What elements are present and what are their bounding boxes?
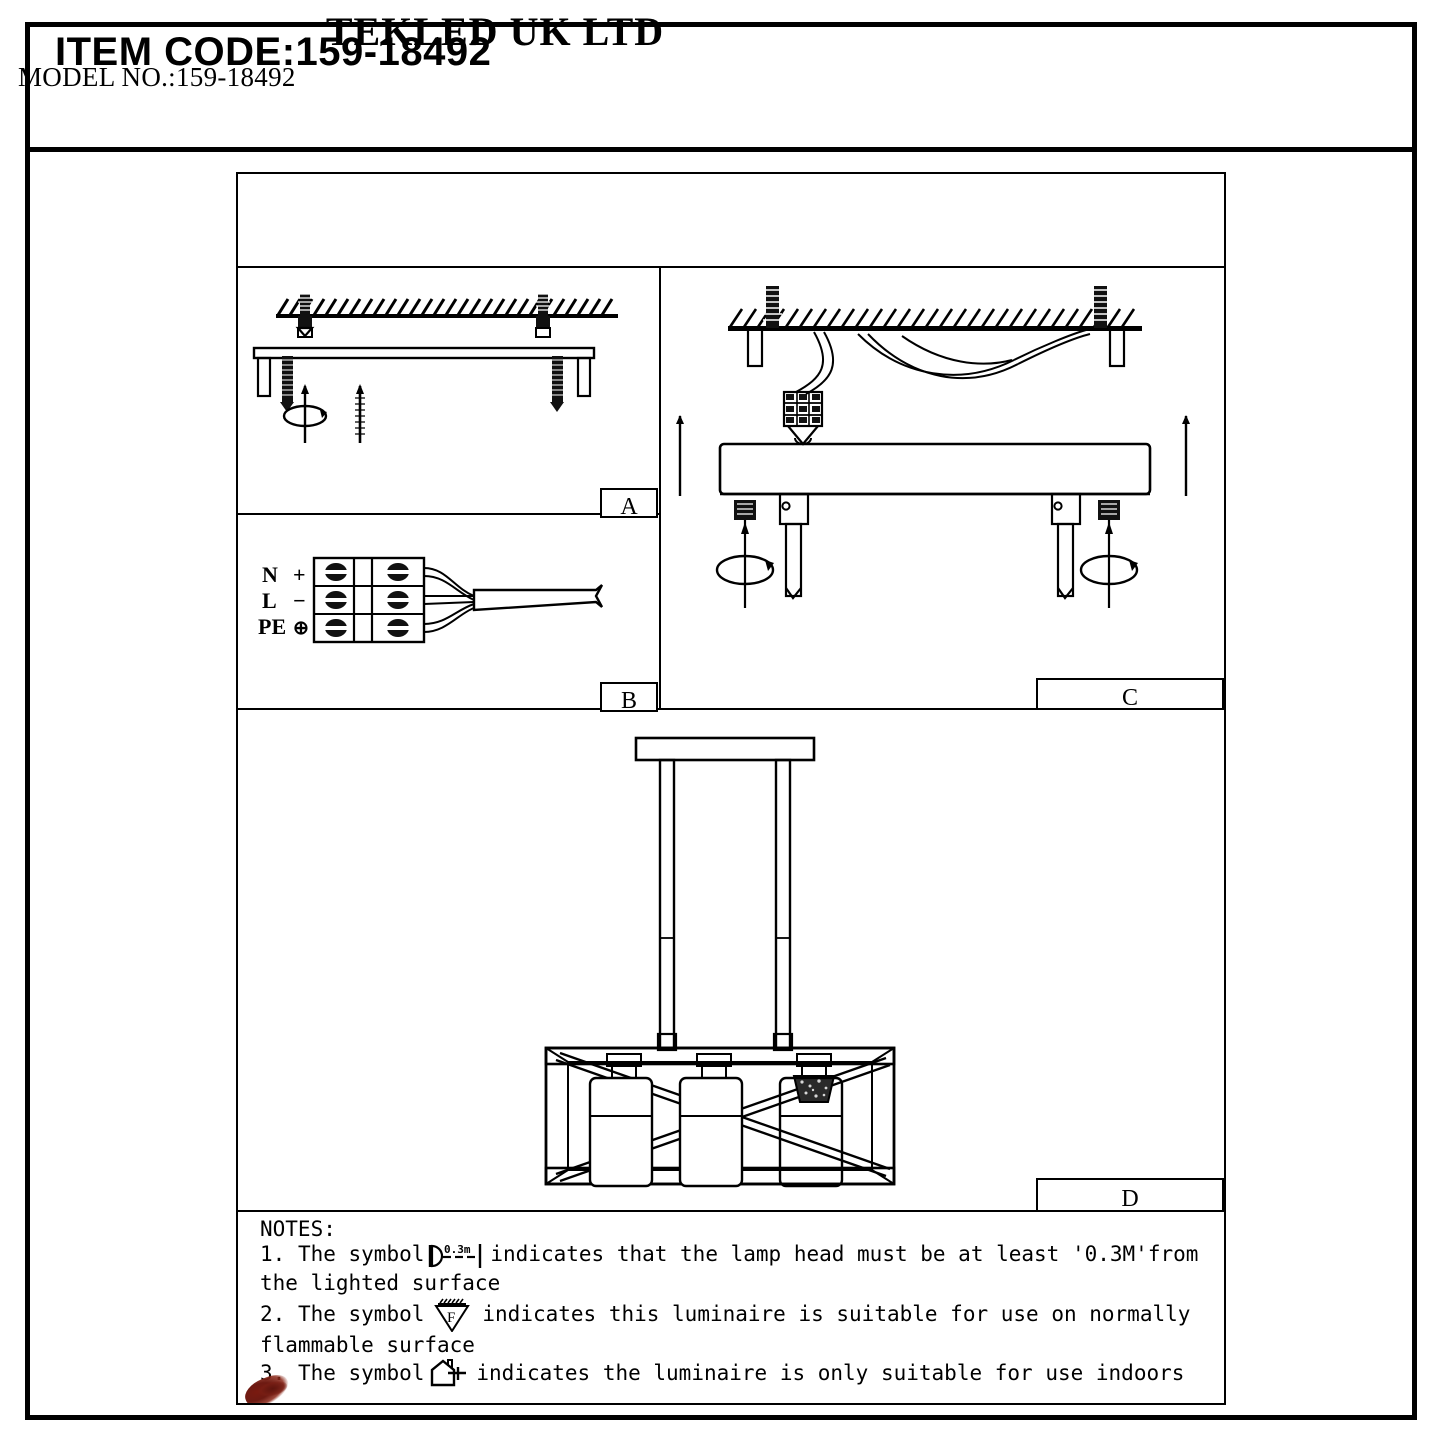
outer-frame bbox=[25, 22, 1417, 1420]
dimension-markers-c bbox=[676, 415, 1190, 496]
note-3-prefix: The symbol bbox=[297, 1360, 425, 1385]
screw-left-a bbox=[280, 356, 295, 412]
note-item-2-continuation: flammable surface bbox=[260, 1332, 1220, 1360]
note-1-suffix: indicates that the lamp head must be at … bbox=[490, 1242, 1199, 1267]
note-item-3: 3. The symbol indicates the luminaire is… bbox=[260, 1359, 1220, 1387]
canopy-plate-c bbox=[718, 442, 1152, 496]
terminal-label-pe: PE bbox=[258, 614, 286, 639]
wall-anchor-left-c bbox=[746, 286, 782, 368]
wall-anchor-right-a bbox=[535, 293, 551, 338]
connector-block-c bbox=[782, 390, 824, 446]
terminal-labels-b: N + L − PE ⊕ bbox=[258, 562, 309, 639]
divider-under-model bbox=[236, 266, 1226, 268]
fixing-rod-right-c bbox=[1050, 492, 1082, 600]
panel-label-d: D bbox=[1036, 1178, 1224, 1212]
screw-right-a bbox=[550, 356, 565, 412]
brand-title: TEKLED UK LTD bbox=[325, 9, 665, 54]
panel-label-c: C bbox=[1036, 678, 1224, 710]
terminal-label-l: L bbox=[262, 588, 277, 613]
terminal-symbol-minus: − bbox=[293, 588, 306, 613]
panel-a-diagram bbox=[252, 293, 618, 443]
panel-label-a: A bbox=[600, 488, 658, 519]
fixing-rod-left-c bbox=[778, 492, 810, 600]
screw-icon-a bbox=[355, 384, 365, 443]
rotate-screw-symbol-a bbox=[282, 384, 328, 443]
note-2-number: 2. bbox=[260, 1301, 286, 1326]
item-code-text: ITEM CODE:159-18492 bbox=[55, 30, 492, 74]
wires-b bbox=[423, 567, 475, 633]
lamp-shade-left-d bbox=[588, 1053, 654, 1188]
terminal-label-n: N bbox=[262, 562, 278, 587]
lamp-shade-right-d bbox=[778, 1053, 844, 1188]
panel-d-diagram bbox=[544, 736, 896, 1188]
model-number-text: MODEL NO.:159-18492 bbox=[18, 62, 296, 92]
notes-title: NOTES: bbox=[260, 1217, 336, 1241]
f-mark-triangle-symbol: F bbox=[430, 1298, 476, 1332]
note-2-suffix: indicates this luminaire is suitable for… bbox=[482, 1301, 1191, 1326]
note-item-1: 1. The symbol 0.3m indicates that the la… bbox=[260, 1240, 1220, 1270]
note-item-1-continuation: the lighted surface bbox=[260, 1270, 1220, 1298]
note-1-continuation: the lighted surface bbox=[260, 1271, 501, 1296]
min-distance-value: 0.3m bbox=[444, 1243, 471, 1256]
note-2-continuation: flammable surface bbox=[260, 1332, 475, 1357]
notes-box: NOTES: 1. The symbol 0.3m bbox=[236, 1212, 1226, 1405]
suspension-rod-left-d bbox=[656, 758, 678, 1052]
divider-panel-c-d bbox=[236, 1210, 1226, 1212]
mains-wires-c bbox=[795, 329, 1091, 395]
suspension-rod-right-d bbox=[772, 758, 794, 1052]
divider-left-right-column bbox=[659, 266, 661, 710]
note-item-2: 2. The symbol F indicates bbox=[260, 1298, 1220, 1332]
nut-rotate-left-c bbox=[715, 500, 775, 608]
note-1-prefix: The symbol bbox=[297, 1242, 425, 1267]
terminal-block-body-b bbox=[312, 556, 426, 644]
panel-b-diagram: N + L − PE ⊕ bbox=[258, 556, 604, 644]
cable-sheath-b bbox=[472, 584, 604, 612]
min-distance-0.3m-symbol: 0.3m bbox=[426, 1240, 488, 1270]
canopy-plate-d bbox=[634, 736, 816, 762]
wall-anchor-left-a bbox=[295, 293, 315, 338]
terminal-screws-b bbox=[324, 563, 410, 637]
divider-panel-b-c bbox=[236, 708, 1226, 710]
terminal-symbol-plus: + bbox=[293, 562, 306, 587]
note-1-number: 1. bbox=[260, 1242, 286, 1267]
panel-c-diagram bbox=[676, 286, 1190, 608]
panel-label-b: B bbox=[600, 682, 658, 713]
indoor-use-house-symbol bbox=[428, 1359, 472, 1387]
ceiling-hatch-a bbox=[276, 298, 618, 318]
divider-panel-a-b bbox=[236, 513, 661, 515]
ceiling-hatch-c bbox=[728, 308, 1142, 331]
lamp-shade-middle-d bbox=[678, 1053, 744, 1188]
wall-anchor-right-c bbox=[1091, 286, 1126, 368]
f-mark-letter: F bbox=[447, 1310, 455, 1326]
nut-rotate-right-c bbox=[1079, 500, 1139, 608]
note-3-suffix: indicates the luminaire is only suitable… bbox=[476, 1360, 1185, 1385]
note-2-prefix: The symbol bbox=[297, 1301, 425, 1326]
item-code-band bbox=[25, 22, 1417, 152]
terminal-symbol-earth: ⊕ bbox=[293, 618, 309, 639]
mounting-bracket-bar-a bbox=[252, 346, 596, 398]
